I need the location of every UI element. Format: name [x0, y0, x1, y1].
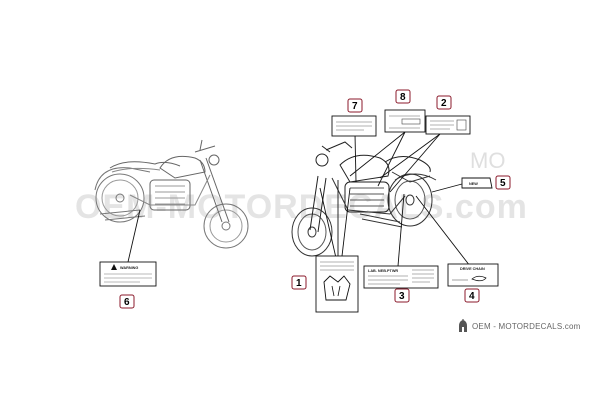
leader-lines — [127, 131, 471, 267]
label-2 — [425, 115, 471, 135]
watermark: OEM-MOTORDECALS.com MO — [75, 148, 527, 226]
callout-5[interactable]: 5 — [495, 175, 511, 190]
callout-6-number: 6 — [124, 297, 130, 308]
watermark-fragment: MO — [470, 148, 505, 173]
label-5-new: NEW — [461, 177, 493, 189]
callout-6[interactable]: 6 — [119, 294, 135, 309]
label-1-illustration-icon — [323, 275, 351, 301]
callout-8-number: 8 — [400, 92, 406, 103]
label-3-title: LAB. NEB.PTWR — [368, 269, 398, 273]
chain-icon — [471, 275, 487, 282]
callout-1-number: 1 — [296, 278, 302, 289]
callout-2-number: 2 — [441, 98, 447, 109]
label-8 — [384, 109, 426, 133]
label-3: LAB. NEB.PTWR — [363, 265, 439, 289]
label-6-title: WARNING — [120, 266, 138, 270]
label-7 — [331, 115, 377, 137]
callouts: 1 2 3 4 5 6 7 8 — [119, 89, 511, 309]
callout-5-number: 5 — [500, 178, 506, 189]
warning-triangle-icon — [111, 264, 117, 270]
label-5-text: NEW — [469, 182, 478, 186]
left-motorcycle — [94, 139, 249, 249]
spartan-helmet-icon — [459, 319, 467, 332]
callout-8[interactable]: 8 — [395, 89, 411, 104]
label-4: DRIVE CHAIN — [447, 263, 499, 287]
label-4-title: DRIVE CHAIN — [460, 267, 485, 271]
callout-3-number: 3 — [399, 291, 405, 302]
right-motorcycle — [291, 141, 437, 257]
callout-1[interactable]: 1 — [291, 275, 307, 290]
footer-logo-text: OEM - MOTORDECALS.com — [472, 321, 581, 331]
footer-logo: OEM - MOTORDECALS.com — [458, 318, 581, 334]
callout-4-number: 4 — [469, 291, 475, 302]
callout-4[interactable]: 4 — [464, 288, 480, 303]
label-1 — [315, 255, 359, 313]
callout-7-number: 7 — [352, 101, 358, 112]
callout-7[interactable]: 7 — [347, 98, 363, 113]
label-6-warning: WARNING — [99, 261, 157, 287]
callout-2[interactable]: 2 — [436, 95, 452, 110]
callout-3[interactable]: 3 — [394, 288, 410, 303]
